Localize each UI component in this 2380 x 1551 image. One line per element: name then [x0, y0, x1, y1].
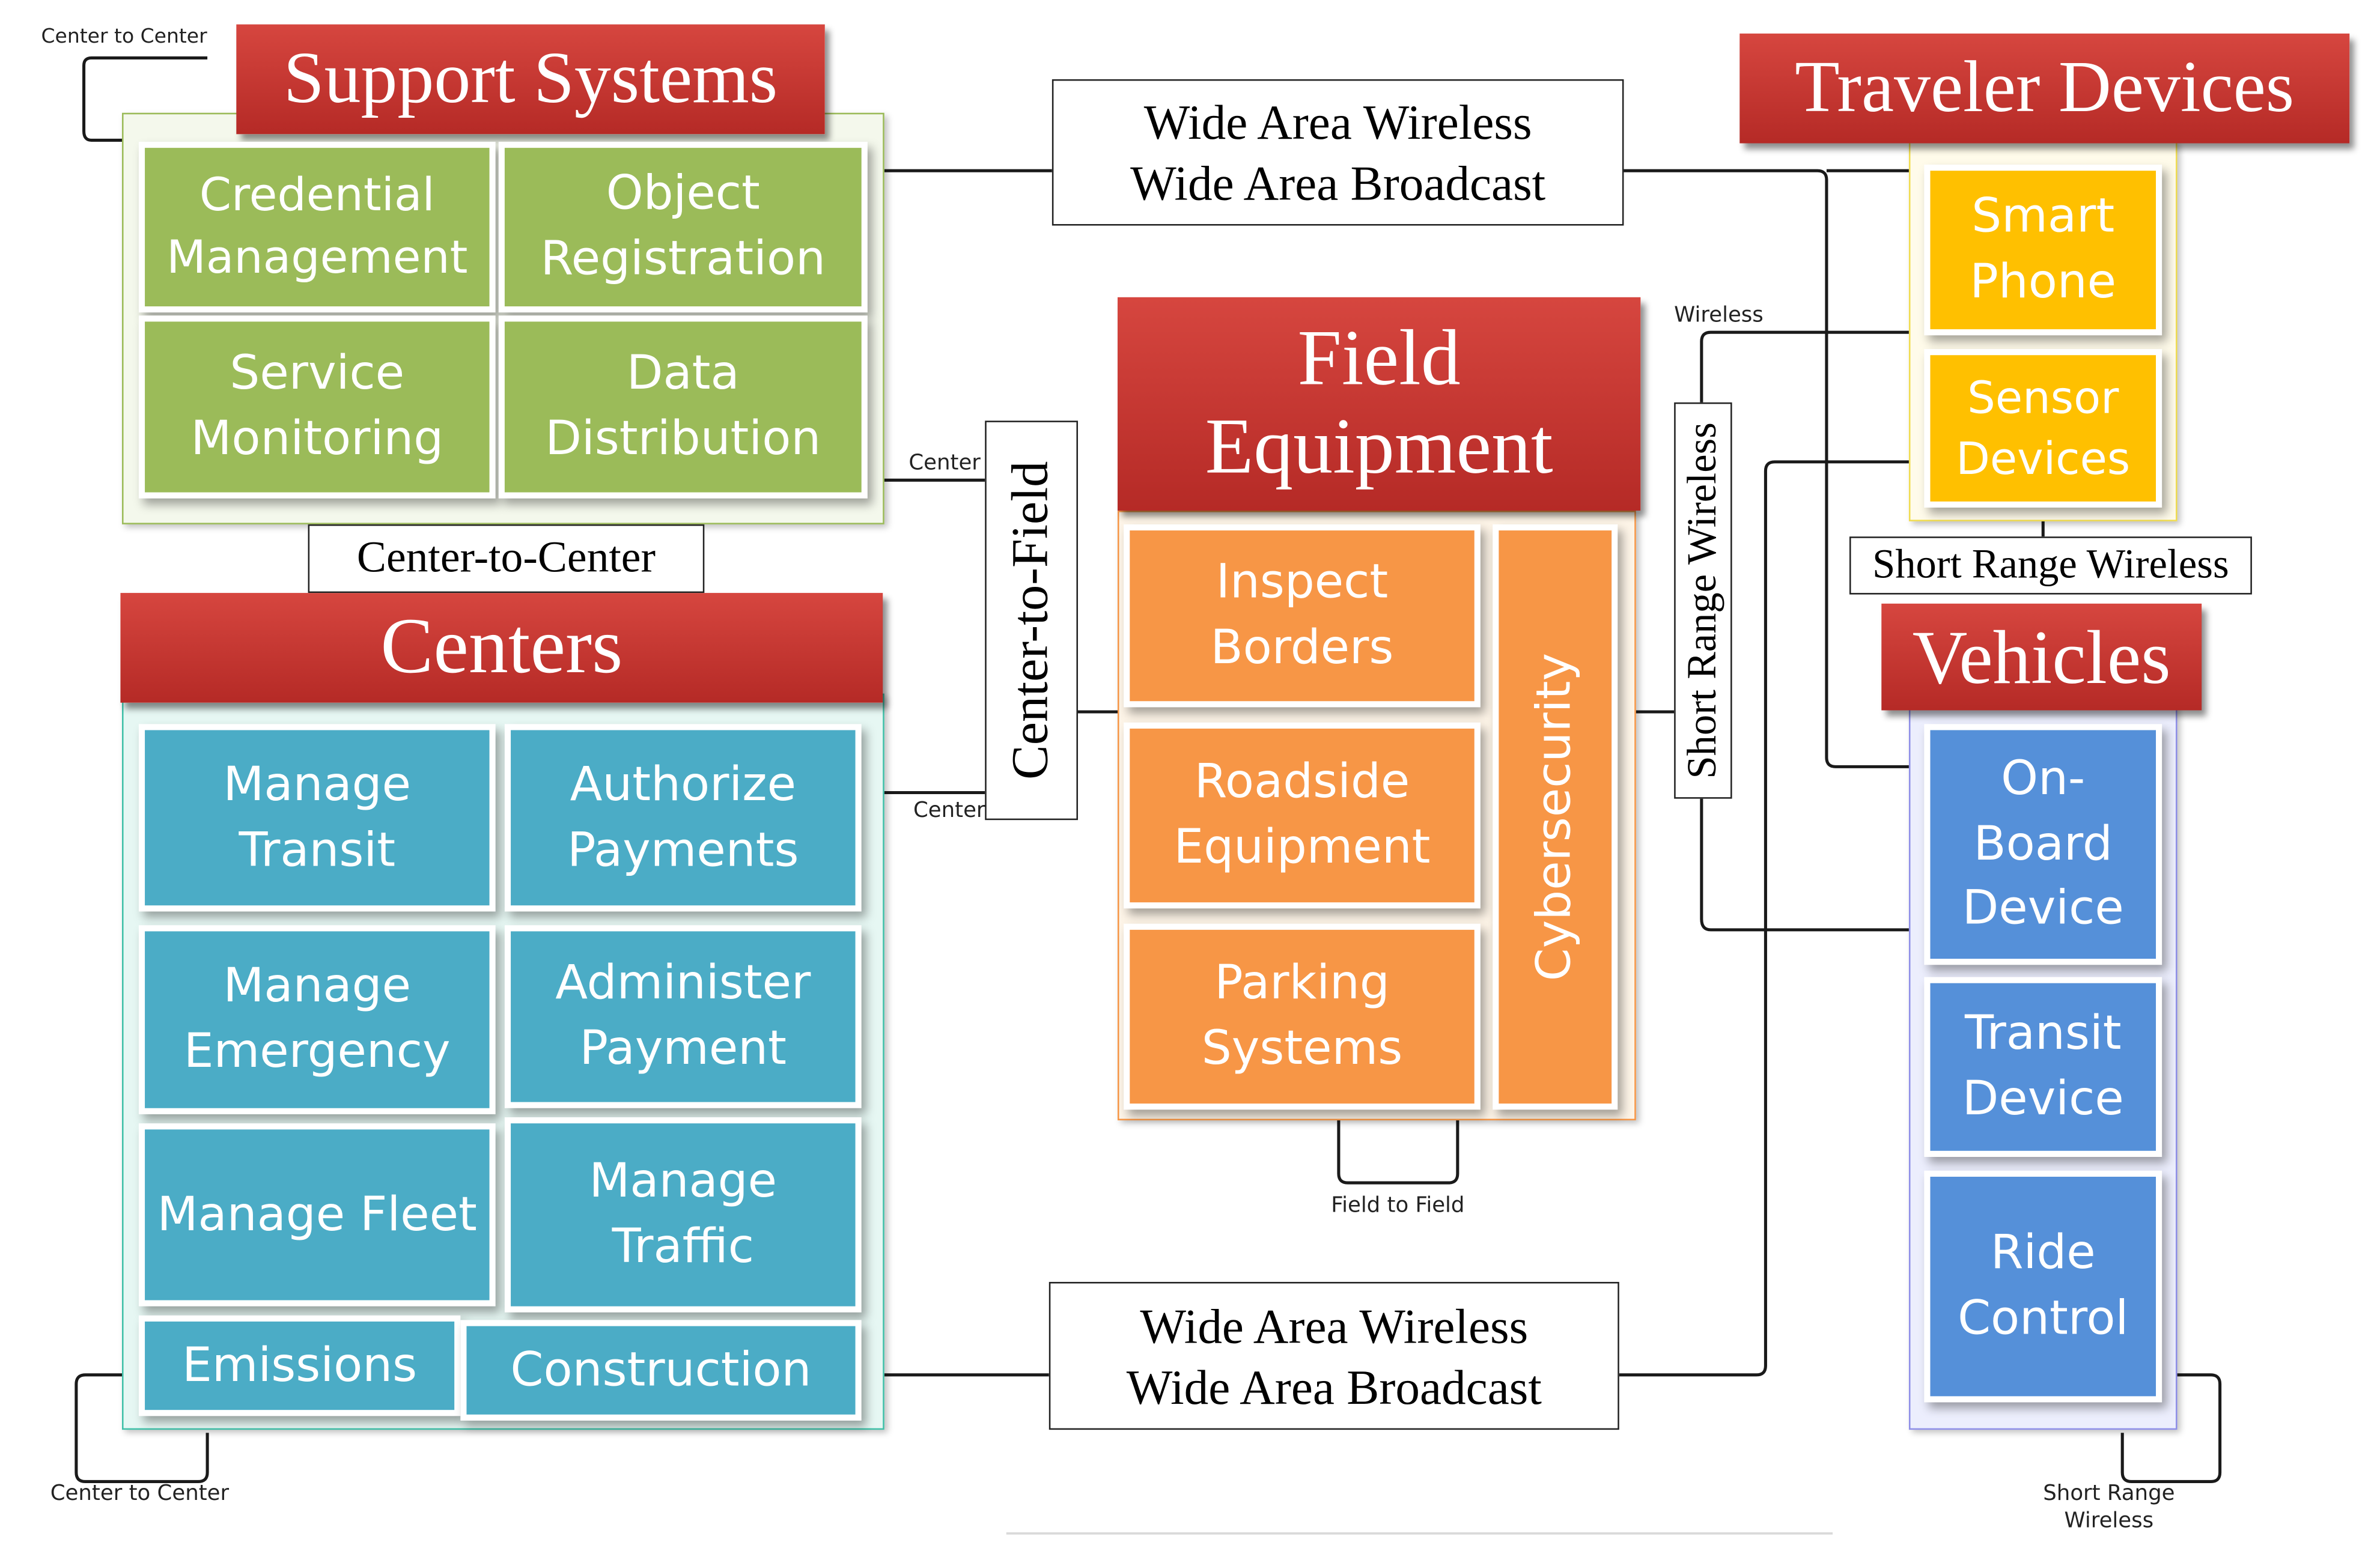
field-to-field-label: Field to Field: [1331, 1193, 1465, 1218]
emissions-tile: Emissions: [145, 1322, 455, 1410]
wide-area-bottom-label: Wide Area Wireless Wide Area Broadcast: [1048, 1282, 1619, 1430]
line-wireless-lower: [1700, 798, 1909, 932]
center-to-center-bottom-label: Center to Center: [50, 1481, 230, 1507]
manage-fleet-tile: Manage Fleet: [145, 1129, 490, 1301]
construction-tile: Construction: [466, 1326, 856, 1415]
manage-emergency-tile: Manage Emergency: [145, 931, 490, 1108]
on-board-device-label: On-Board Device: [1962, 751, 2124, 936]
authorize-payments-tile: Authorize Payments: [511, 730, 856, 906]
administer-payment-tile: Administer Payment: [511, 931, 856, 1102]
center-to-field-label: Center-to-Field: [1002, 461, 1059, 780]
loop-center-to-center-top: [82, 56, 208, 142]
object-registration-tile: Object Registration: [504, 148, 862, 307]
line-wireless-upper: [1700, 330, 1909, 402]
short-range-vertical-label: Short Range Wireless: [1679, 422, 1725, 779]
transit-device-tile: Transit Device: [1930, 983, 2156, 1151]
loop-center-to-center-bottom: [75, 1373, 209, 1483]
sensor-devices-tile: Sensor Devices: [1930, 355, 2156, 502]
on-board-device-tile: On-Board Device: [1930, 730, 2156, 959]
center-upper-label: Center: [908, 451, 981, 476]
loop-short-range-wireless: [2120, 1373, 2222, 1483]
smart-phone-tile: Smart Phone: [1930, 171, 2156, 330]
wide-area-top-label: Wide Area Wireless Wide Area Broadcast: [1052, 79, 1624, 226]
service-monitoring-tile: Service Monitoring: [145, 321, 490, 493]
cybersecurity-tile: Cybersecurity: [1499, 530, 1612, 1104]
short-range-wireless-loop-label: Short Range Wireless: [2043, 1481, 2175, 1533]
center-lower-label: Center: [913, 798, 985, 824]
center-to-center-label: Center-to-Center: [308, 524, 705, 593]
wireless-label: Wireless: [1674, 303, 1764, 328]
credential-management-tile: Credential Management: [145, 148, 490, 307]
vehicles-title: Vehicles: [1881, 603, 2202, 711]
traveler-devices-title: Traveler Devices: [1739, 33, 2350, 144]
manage-transit-tile: Manage Transit: [145, 730, 490, 906]
cybersecurity-label: Cybersecurity: [1527, 652, 1582, 982]
field-equipment-title: Field Equipment: [1117, 297, 1641, 511]
centers-title: Centers: [120, 593, 883, 703]
center-to-field-box: Center-to-Field: [985, 420, 1079, 821]
line-sensor-to-bottom: [1619, 460, 1909, 1377]
manage-traffic-tile: Manage Traffic: [511, 1123, 856, 1307]
ride-control-tile: Ride Control: [1930, 1176, 2156, 1397]
parking-systems-tile: Parking Systems: [1130, 929, 1475, 1104]
inspect-borders-tile: Inspect Borders: [1130, 530, 1475, 702]
support-systems-title: Support Systems: [236, 24, 825, 135]
short-range-vertical-box: Short Range Wireless: [1674, 402, 1732, 799]
line-wide-top-to-trunk: [1624, 169, 1909, 768]
loop-field-to-field: [1337, 1115, 1459, 1185]
roadside-equipment-tile: Roadside Equipment: [1130, 728, 1475, 903]
data-distribution-tile: Data Distribution: [504, 321, 862, 493]
center-to-center-top-label: Center to Center: [41, 26, 207, 49]
short-range-horizontal-label: Short Range Wireless: [1849, 536, 2252, 595]
